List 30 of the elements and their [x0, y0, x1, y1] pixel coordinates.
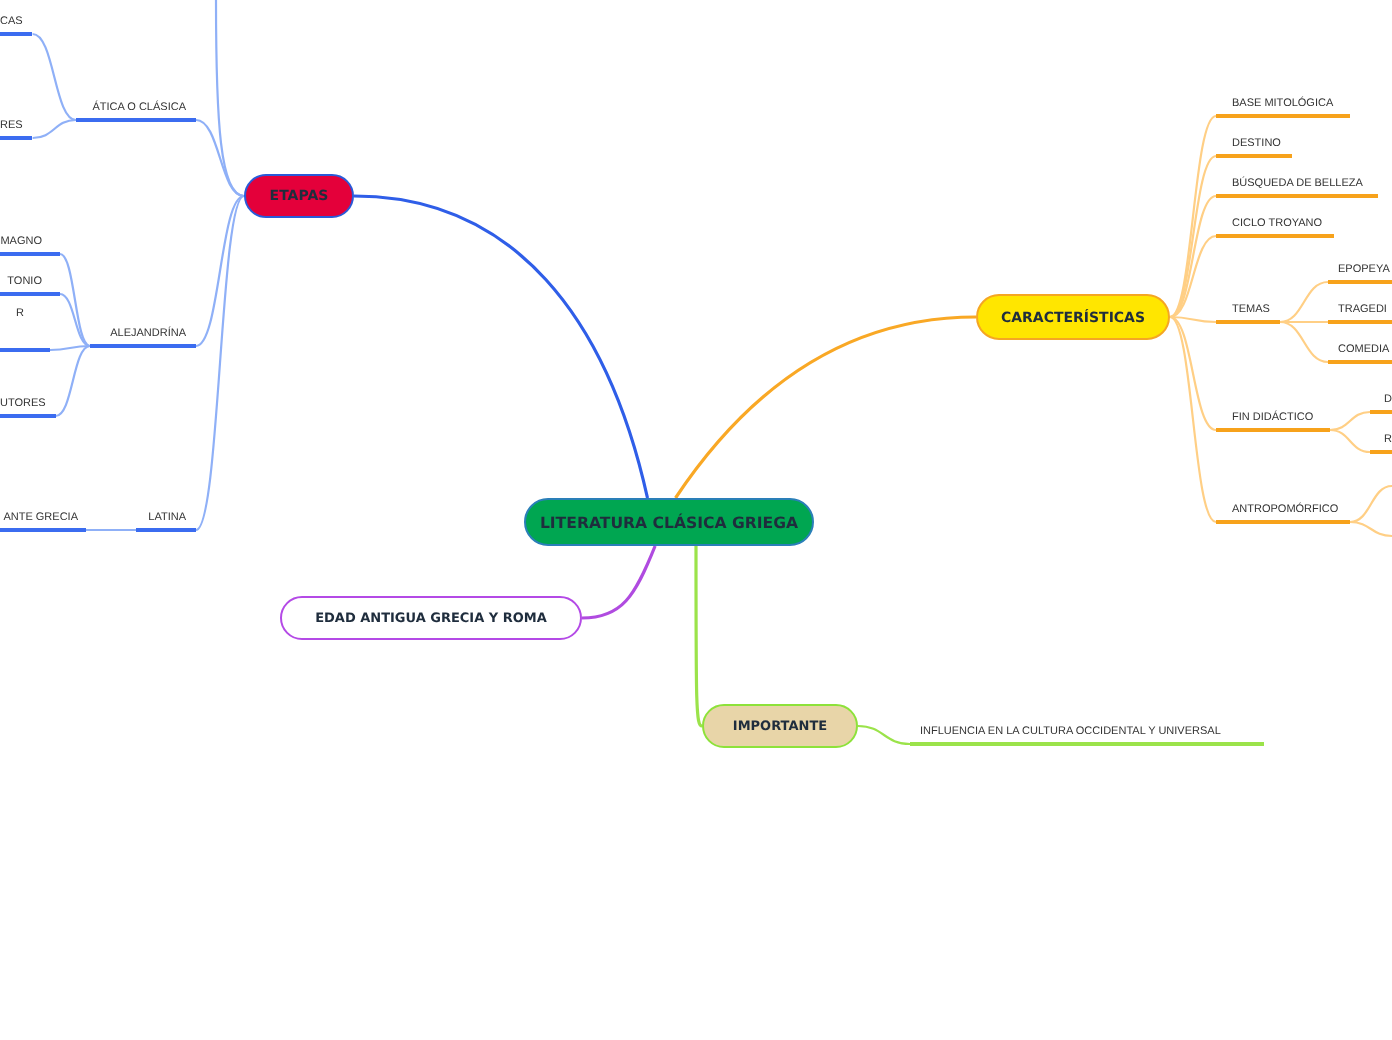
connector-line — [214, 0, 245, 198]
connector-line — [1349, 484, 1392, 524]
connector-line — [1279, 280, 1329, 324]
connector-line — [353, 194, 650, 499]
connector-line — [86, 528, 136, 532]
connector-line — [674, 315, 977, 499]
connector-line — [857, 724, 911, 746]
connector-line — [32, 32, 77, 122]
connector-line — [195, 195, 245, 531]
connector-line — [1329, 410, 1371, 432]
connector-line — [32, 118, 77, 140]
connector-line — [1169, 195, 1217, 318]
connector-line — [55, 344, 91, 418]
connector-line — [1349, 520, 1392, 538]
connector-line — [1169, 234, 1217, 319]
connector-line — [1170, 315, 1216, 324]
connector-line — [59, 292, 91, 348]
connector-line — [694, 546, 703, 728]
connector-line — [59, 253, 91, 347]
connector-line — [50, 344, 90, 352]
connector-line — [1280, 320, 1328, 324]
connector-line — [1169, 115, 1217, 318]
connector-line — [581, 545, 657, 620]
connector-line — [1279, 320, 1329, 364]
connector-line — [1169, 316, 1217, 523]
connector-line — [195, 118, 245, 198]
connector-line — [1169, 316, 1217, 431]
connector-line — [195, 195, 245, 347]
connector-line — [1169, 155, 1217, 318]
connector-line — [1329, 428, 1371, 454]
